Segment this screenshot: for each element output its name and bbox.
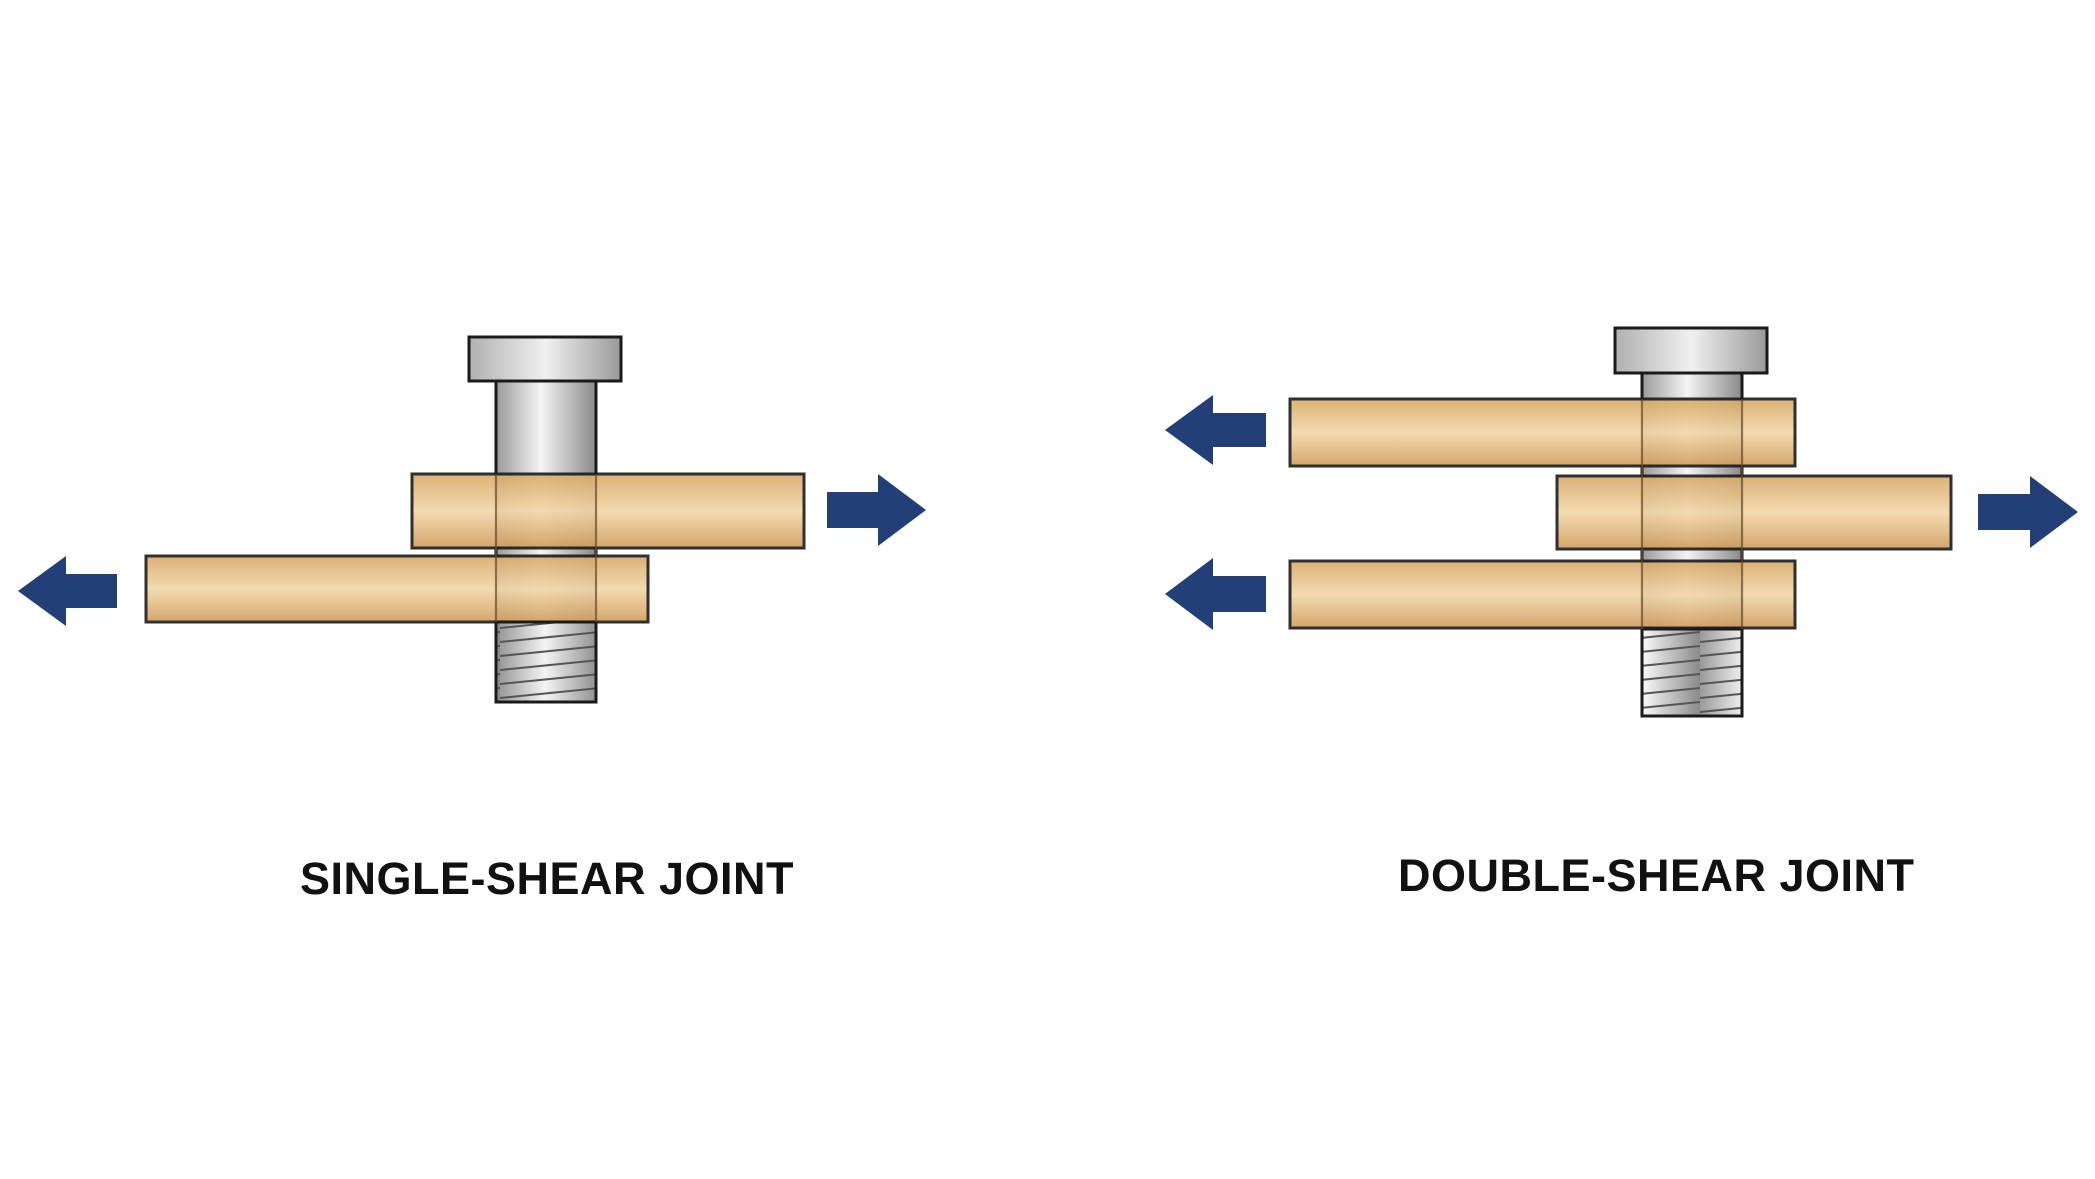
bolt-head: [1613, 326, 1769, 375]
upper-plate: [410, 472, 806, 550]
middle-plate: [1555, 474, 1953, 551]
double-shear-caption: DOUBLE-SHEAR JOINT: [1398, 850, 1915, 901]
bolt-thread: [1640, 627, 1744, 718]
bolt-head: [467, 335, 623, 383]
bolt-thread: [494, 620, 598, 704]
lower-plate: [144, 554, 650, 624]
force-arrow-right: [827, 474, 926, 546]
force-arrow-left-top: [1165, 395, 1266, 465]
force-arrow-left-bottom: [1165, 558, 1266, 630]
force-arrow-right: [1978, 476, 2078, 548]
single-shear-joint: [18, 335, 926, 704]
bottom-plate: [1288, 559, 1797, 630]
top-plate: [1288, 397, 1797, 468]
single-shear-caption: SINGLE-SHEAR JOINT: [300, 853, 795, 904]
double-shear-joint: [1165, 326, 2078, 718]
force-arrow-left: [18, 556, 117, 626]
